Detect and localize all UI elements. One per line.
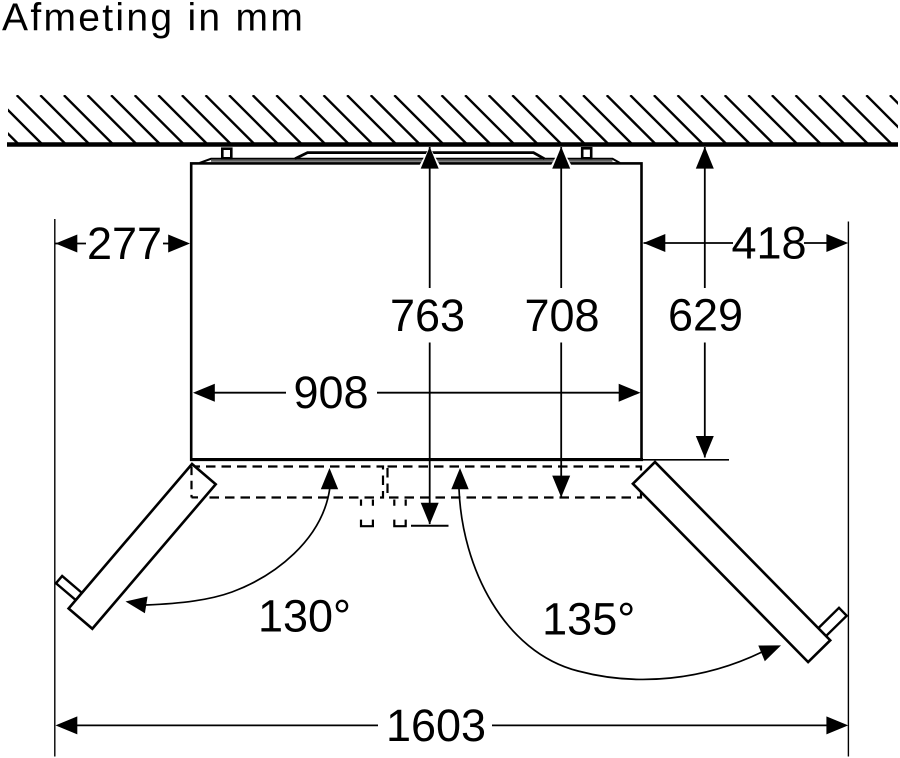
svg-text:629: 629: [668, 290, 743, 341]
svg-text:135°: 135°: [542, 594, 635, 645]
svg-text:908: 908: [293, 367, 368, 418]
svg-text:418: 418: [731, 218, 806, 269]
svg-text:130°: 130°: [258, 591, 351, 642]
svg-text:1603: 1603: [386, 700, 486, 751]
svg-text:708: 708: [524, 290, 599, 341]
svg-text:Afmeting in mm: Afmeting in mm: [2, 0, 305, 40]
svg-text:763: 763: [390, 290, 465, 341]
svg-text:277: 277: [87, 218, 162, 269]
